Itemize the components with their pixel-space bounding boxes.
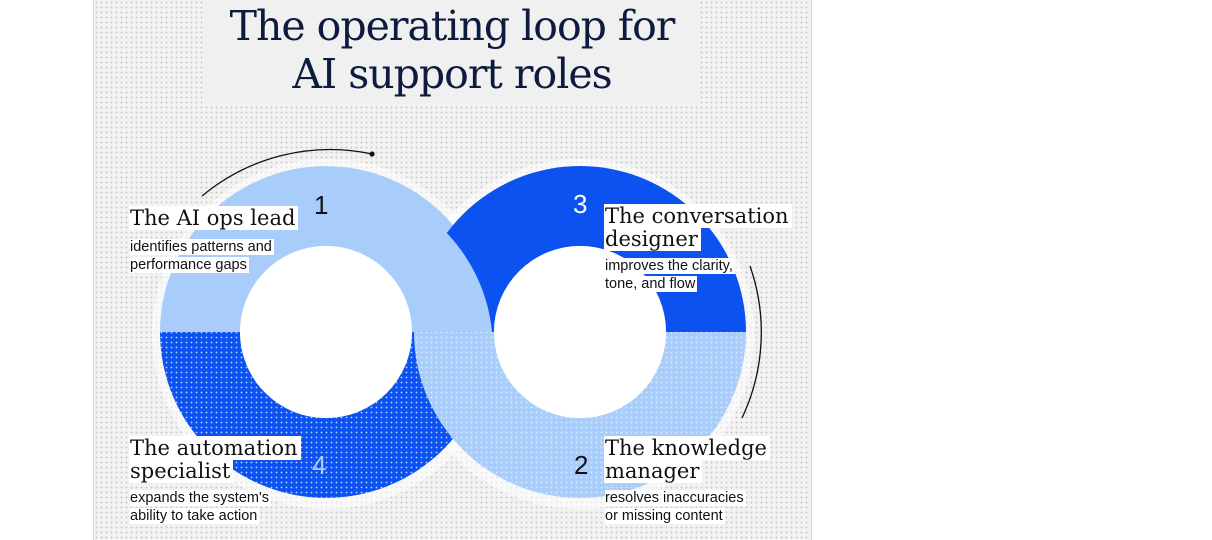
role-1-number: 1	[314, 190, 329, 220]
role-3-number: 3	[573, 189, 588, 219]
role-3-desc-line2: tone, and flow	[605, 276, 698, 292]
role-4-title-line2: specialist	[129, 459, 234, 483]
role-4-title-line1: The automation	[129, 436, 301, 460]
role-2-description: resolves inaccuracies or missing content	[605, 489, 746, 525]
role-1-desc-line1: identifies patterns and	[130, 239, 274, 255]
role-1-desc-line2: performance gaps	[130, 257, 249, 273]
role-1-title: The AI ops lead	[129, 206, 299, 230]
role-2-desc-line1: resolves inaccuracies	[605, 490, 746, 506]
role-4-description: expands the system's ability to take act…	[130, 489, 271, 525]
title-block: The operating loop for AI support roles	[204, 0, 700, 104]
flow-arrow-right	[741, 265, 762, 419]
role-4-number: 4	[312, 450, 327, 480]
role-2-title-line2: manager	[604, 459, 703, 483]
role-1-description: identifies patterns and performance gaps	[130, 238, 274, 274]
segment-1-overlay	[354, 184, 492, 332]
role-2-title-line1: The knowledge	[604, 436, 770, 460]
role-2-title: The knowledge manager	[604, 436, 770, 483]
role-3-title: The conversation designer	[604, 204, 792, 251]
role-1-title-line1: The AI ops lead	[129, 206, 299, 230]
title-line-2: AI support roles	[292, 50, 612, 98]
flow-arrow-top	[201, 148, 375, 197]
role-4-desc-line2: ability to take action	[130, 508, 260, 524]
role-3-title-line1: The conversation	[604, 204, 792, 228]
infographic-card: The operating loop for AI support roles	[93, 0, 812, 540]
role-2-number: 2	[574, 450, 589, 480]
role-3-desc-line1: improves the clarity,	[605, 258, 735, 274]
title-line-1: The operating loop for	[229, 2, 676, 50]
left-ring-hole	[240, 246, 412, 418]
role-3-title-line2: designer	[604, 227, 701, 251]
role-3-description: improves the clarity, tone, and flow	[605, 257, 735, 293]
role-4-desc-line1: expands the system's	[130, 490, 271, 506]
role-4-title: The automation specialist	[129, 436, 301, 483]
role-2-desc-line2: or missing content	[605, 508, 725, 524]
